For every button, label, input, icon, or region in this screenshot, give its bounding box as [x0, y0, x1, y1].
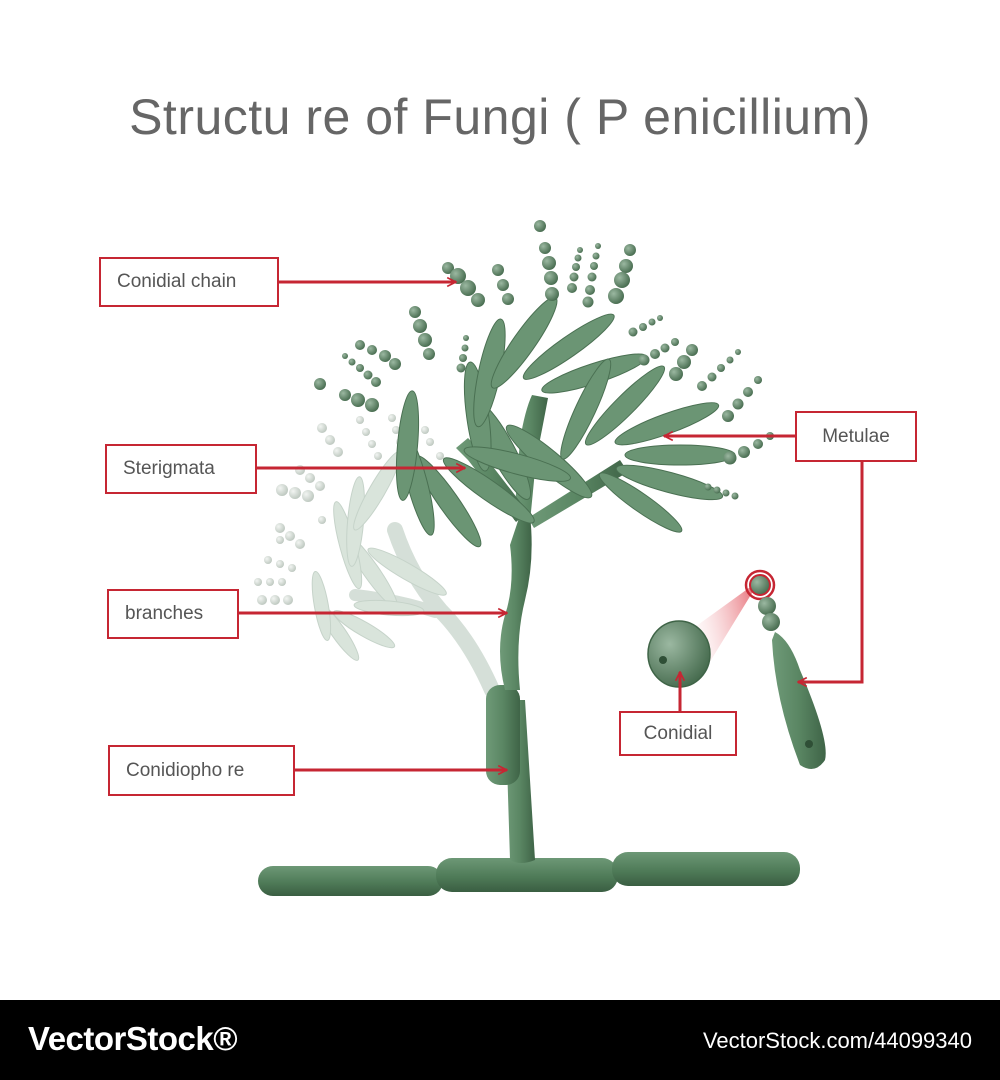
image-id: VectorStock.com/44099340 — [702, 1028, 972, 1053]
label-sterigmata: Sterigmata — [105, 444, 257, 494]
label-conidiophore: Conidiopho re — [108, 745, 295, 796]
zoom-detail — [647, 569, 826, 769]
label-conidial: Conidial — [619, 711, 737, 756]
annotation-arrows — [238, 282, 864, 770]
footer-bar: VectorStock® VectorStock.com/44099340 — [0, 1000, 1000, 1080]
page-title: Structu re of Fungi ( P enicillium) — [129, 89, 871, 145]
conidial-chains — [314, 220, 774, 500]
metulae-fan — [560, 358, 736, 533]
hypha — [258, 852, 800, 896]
label-conidial-chain: Conidial chain — [99, 257, 279, 307]
metulae-detail-arrow — [798, 461, 864, 682]
brand-logo: VectorStock® — [28, 1020, 238, 1057]
fungi-diagram — [238, 220, 864, 896]
sterigmata-upper-left — [395, 390, 571, 548]
label-metulae: Metulae — [795, 411, 917, 462]
label-branches: branches — [107, 589, 239, 639]
faded-conidiophore — [254, 414, 500, 698]
